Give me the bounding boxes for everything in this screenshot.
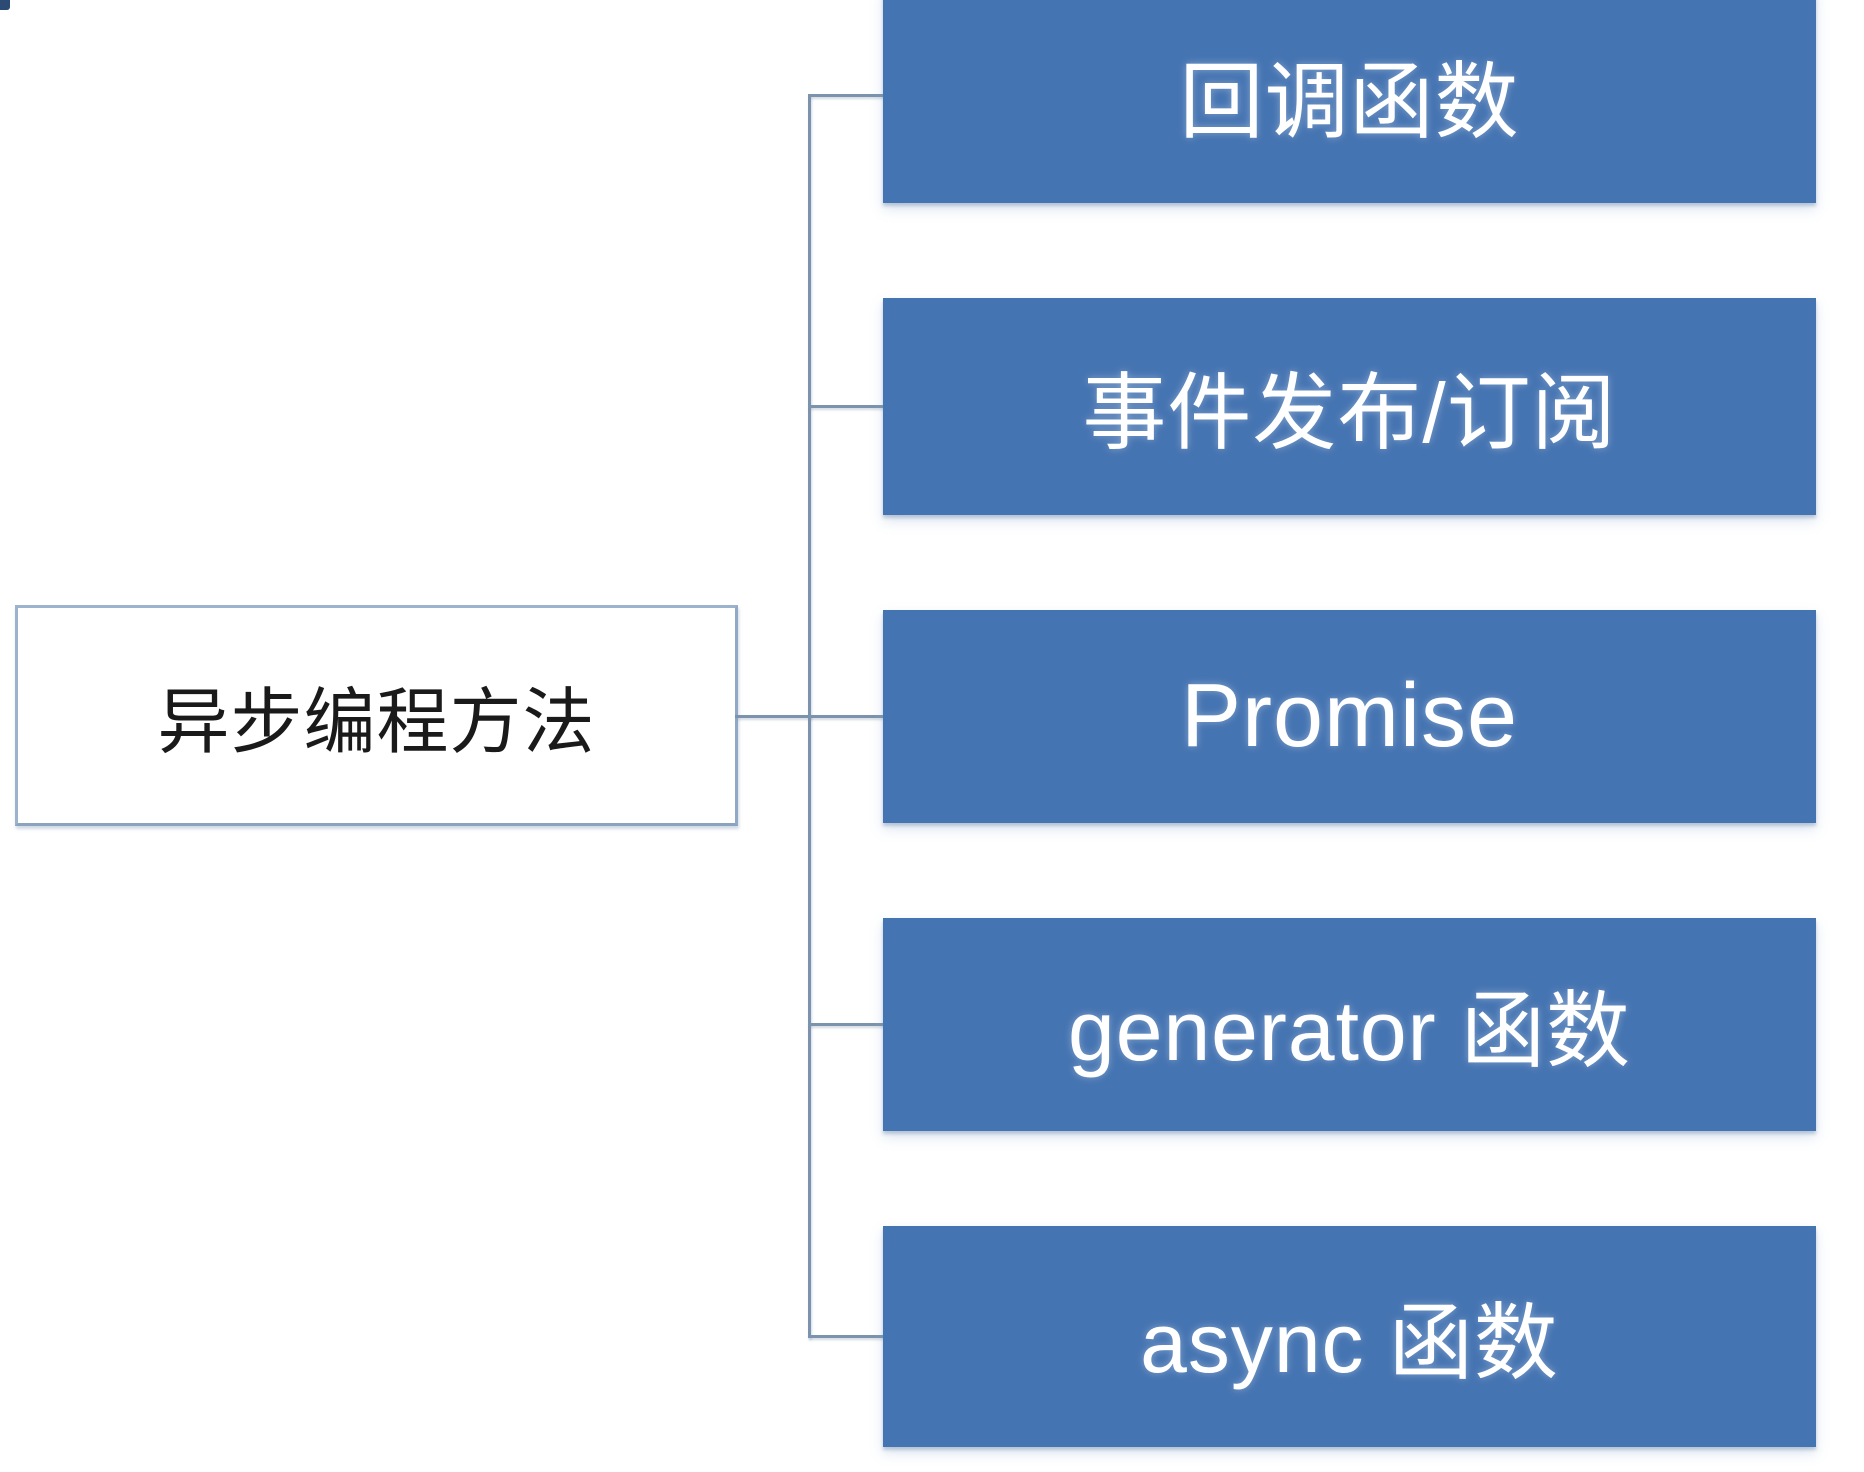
connector-stub-callback (808, 94, 885, 97)
node-event-publish-subscribe: 事件发布/订阅 (883, 298, 1816, 515)
corner-fragment (0, 0, 10, 10)
node-promise-label: Promise (1180, 666, 1519, 766)
node-promise: Promise (883, 610, 1816, 823)
connector-stub-event-pubsub (808, 405, 885, 408)
connector-stub-async (808, 1335, 885, 1338)
root-node-label: 异步编程方法 (157, 683, 596, 763)
node-async-function-label: async 函数 (1140, 1296, 1559, 1390)
node-generator-function: generator 函数 (883, 918, 1816, 1131)
node-event-publish-subscribe-label: 事件发布/订阅 (1082, 366, 1617, 460)
node-async-function: async 函数 (883, 1226, 1816, 1447)
root-node-async-programming-methods: 异步编程方法 (15, 605, 738, 826)
connector-stub-promise (808, 715, 885, 718)
node-callback-function-label: 回调函数 (1179, 55, 1520, 149)
connector-root-feed (735, 715, 811, 718)
connector-stub-generator (808, 1023, 885, 1026)
node-generator-function-label: generator 函数 (1068, 984, 1631, 1078)
node-callback-function: 回调函数 (883, 0, 1816, 203)
